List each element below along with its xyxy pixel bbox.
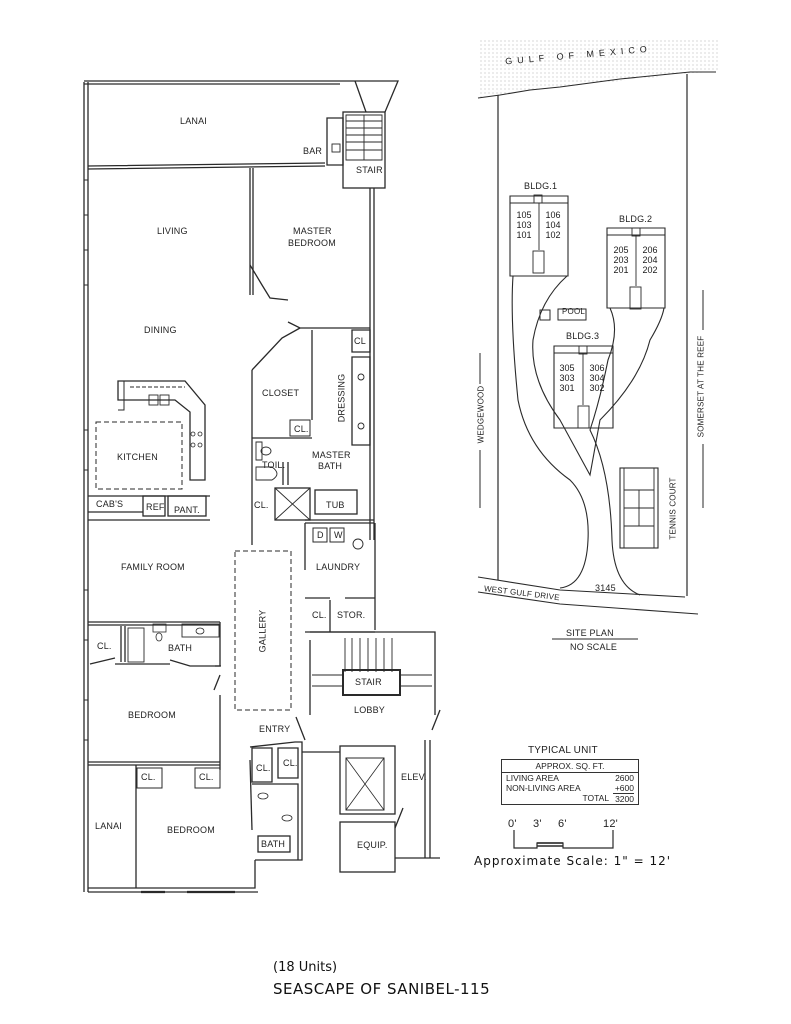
room-cl-laundry: CL. (312, 610, 327, 620)
bldg1-units-left: 105 103 101 (514, 210, 534, 240)
site-plan-title: SITE PLAN (566, 628, 614, 638)
room-bar: BAR (303, 146, 323, 156)
room-cl-bed2-b: CL. (199, 772, 214, 782)
unit-303: 303 (559, 373, 575, 383)
scale-tick-0: 0' (508, 818, 517, 830)
pool-label: POOL (562, 307, 586, 316)
room-lobby: LOBBY (354, 705, 386, 715)
road-somerset: SOMERSET AT THE REEF (696, 335, 706, 438)
unit-304: 304 (589, 373, 605, 383)
room-cl-entry-2: CL. (283, 758, 298, 768)
unit-105: 105 (516, 210, 532, 220)
room-closet: CLOSET (262, 388, 300, 398)
unit-201: 201 (613, 265, 629, 275)
unit-301: 301 (559, 383, 575, 393)
room-laundry: LAUNDRY (316, 562, 361, 572)
row-value: 3200 (613, 793, 634, 804)
tennis-court-label: TENNIS COURT (668, 477, 678, 540)
unit-302: 302 (589, 383, 605, 393)
room-dining: DINING (144, 325, 177, 335)
room-elev: ELEV. (401, 772, 427, 782)
bldg1-label: BLDG.1 (524, 181, 558, 191)
unit-204: 204 (642, 255, 658, 265)
room-stor: STOR. (337, 610, 366, 620)
room-lanai-bottom: LANAI (95, 821, 123, 831)
row-label: NON-LIVING AREA (506, 783, 581, 793)
room-equip: EQUIP. (357, 840, 388, 850)
bldg3-units-right: 306 304 302 (587, 363, 607, 393)
units-subtitle: (18 Units) (273, 960, 338, 975)
appliance-washer: W (334, 530, 343, 540)
room-living: LIVING (157, 226, 188, 236)
row-value: 2600 (615, 773, 634, 783)
room-bedroom-1: BEDROOM (128, 710, 176, 720)
room-master-bath-line2: BATH (318, 461, 343, 471)
unit-202: 202 (642, 265, 658, 275)
address-number: 3145 (595, 583, 616, 593)
sqft-row-living: LIVING AREA 2600 (502, 773, 638, 783)
bldg2-label: BLDG.2 (619, 214, 653, 224)
room-ref: REF (146, 502, 165, 512)
unit-305: 305 (559, 363, 575, 373)
room-master-bedroom-line1: MASTER (293, 226, 332, 236)
room-cl-master: CL (354, 336, 366, 346)
room-tub: TUB (326, 500, 345, 510)
site-plan-scale-note: NO SCALE (570, 642, 618, 652)
floor-plan-walls (83, 80, 441, 894)
room-cl-bed2-a: CL. (141, 772, 156, 782)
room-stair-top: STAIR (356, 165, 383, 175)
sqft-row-total: TOTAL 3200 (502, 793, 638, 804)
row-label: TOTAL (582, 793, 610, 803)
room-master-bedroom-line2: BEDROOM (288, 238, 336, 248)
room-cl-bed1: CL. (97, 641, 112, 651)
room-bath-bed1: BATH (168, 643, 193, 653)
unit-206: 206 (642, 245, 658, 255)
scale-tick-12: 12' (603, 818, 618, 830)
bldg2-units-left: 205 203 201 (611, 245, 631, 275)
scale-tick-6: 6' (558, 818, 567, 830)
unit-103: 103 (516, 220, 532, 230)
row-label: LIVING AREA (506, 773, 559, 783)
unit-104: 104 (545, 220, 561, 230)
room-cl-closet: CL. (294, 424, 309, 434)
sqft-table: APPROX. SQ. FT. LIVING AREA 2600 NON-LIV… (501, 759, 639, 805)
room-dressing: DRESSING (336, 373, 347, 423)
document-title: SEASCAPE OF SANIBEL-115 (273, 980, 491, 998)
row-value: +600 (614, 783, 634, 793)
scale-bar-graphic (513, 830, 614, 849)
bldg3-label: BLDG.3 (566, 331, 600, 341)
unit-102: 102 (545, 230, 561, 240)
room-toil: TOIL. (262, 460, 286, 470)
room-kitchen: KITCHEN (117, 452, 158, 462)
room-bath-bed2: BATH (261, 839, 286, 849)
room-pant: PANT. (174, 505, 200, 515)
scale-tick-3: 3' (533, 818, 542, 830)
site-plan-drawing (477, 40, 718, 640)
room-bedroom-2: BEDROOM (167, 825, 215, 835)
unit-203: 203 (613, 255, 629, 265)
road-wedgewood: WEDGEWOOD (476, 385, 486, 444)
room-entry: ENTRY (259, 724, 291, 734)
room-cl-hall: CL. (254, 500, 269, 510)
room-stair-lobby: STAIR (355, 677, 382, 687)
unit-101: 101 (516, 230, 532, 240)
bldg2-units-right: 206 204 202 (640, 245, 660, 275)
unit-306: 306 (589, 363, 605, 373)
bldg1-units-right: 106 104 102 (543, 210, 563, 240)
room-gallery: GALLERY (257, 609, 268, 653)
unit-205: 205 (613, 245, 629, 255)
bldg3-units-left: 305 303 301 (557, 363, 577, 393)
typical-unit-title: TYPICAL UNIT (528, 745, 598, 756)
room-master-bath-line1: MASTER (312, 450, 351, 460)
scale-caption: Approximate Scale: 1" = 12' (474, 854, 672, 868)
sqft-row-nonliving: NON-LIVING AREA +600 (502, 783, 638, 793)
room-cl-entry-1: CL. (256, 763, 271, 773)
unit-106: 106 (545, 210, 561, 220)
room-cabs: CAB'S (96, 499, 124, 509)
sqft-table-header: APPROX. SQ. FT. (502, 760, 638, 773)
room-lanai-top: LANAI (180, 116, 208, 126)
room-family-room: FAMILY ROOM (121, 562, 185, 572)
appliance-dryer: D (317, 530, 324, 540)
